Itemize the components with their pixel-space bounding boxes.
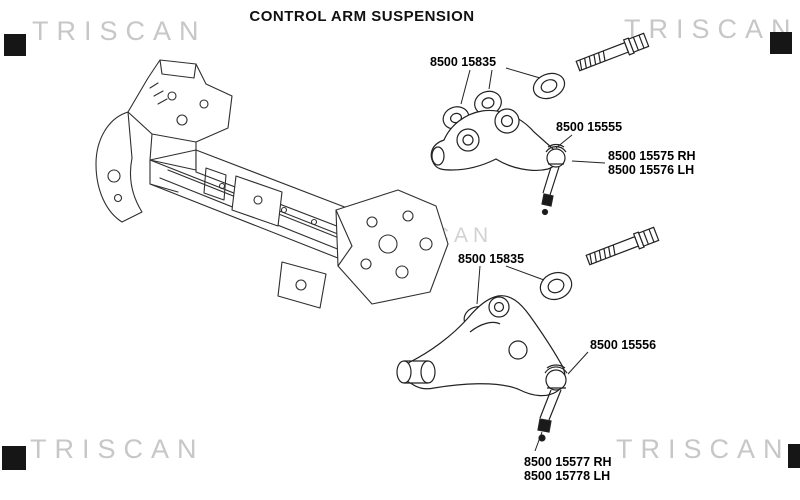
subframe-drawing <box>95 59 449 309</box>
watermark-bottom-left: TRISCAN <box>30 434 205 464</box>
logo-mark-bottom-left <box>2 446 26 470</box>
page-title: CONTROL ARM SUSPENSION <box>249 8 475 25</box>
upper-bushings-drawing <box>442 72 566 130</box>
upper-control-arm-drawing <box>430 108 558 171</box>
watermark-top-right: TRISCAN <box>624 14 799 44</box>
logo-mark-top-left <box>4 34 26 56</box>
logo-mark-bottom-right <box>788 444 800 468</box>
lower-bolt-drawing <box>585 226 660 266</box>
label-upper-ball-joint-lh: 8500 15576 LH <box>608 163 694 177</box>
label-lower-bushing: 8500 15835 <box>458 252 524 266</box>
upper-ball-joint-drawing <box>541 143 567 216</box>
watermark-bottom-right: TRISCAN <box>616 434 791 464</box>
label-lower-ball-joint-rh: 8500 15577 RH <box>524 455 612 469</box>
logo-mark-top-right <box>770 32 792 54</box>
lower-control-arm-drawing <box>396 295 566 397</box>
label-upper-bushing: 8500 15835 <box>430 55 496 69</box>
label-lower-ball-joint-lh: 8500 15778 LH <box>524 469 610 483</box>
label-upper-ball-joint-rh: 8500 15575 RH <box>608 149 696 163</box>
part-labels: 8500 15835 8500 15555 8500 15575 RH 8500… <box>430 55 696 483</box>
leader-lines <box>460 67 606 452</box>
label-upper-control-arm: 8500 15555 <box>556 120 622 134</box>
watermark-top-left: TRISCAN <box>32 16 207 46</box>
label-lower-control-arm: 8500 15556 <box>590 338 656 352</box>
upper-bolt-drawing <box>575 32 650 72</box>
lower-ball-joint-drawing <box>537 364 568 442</box>
